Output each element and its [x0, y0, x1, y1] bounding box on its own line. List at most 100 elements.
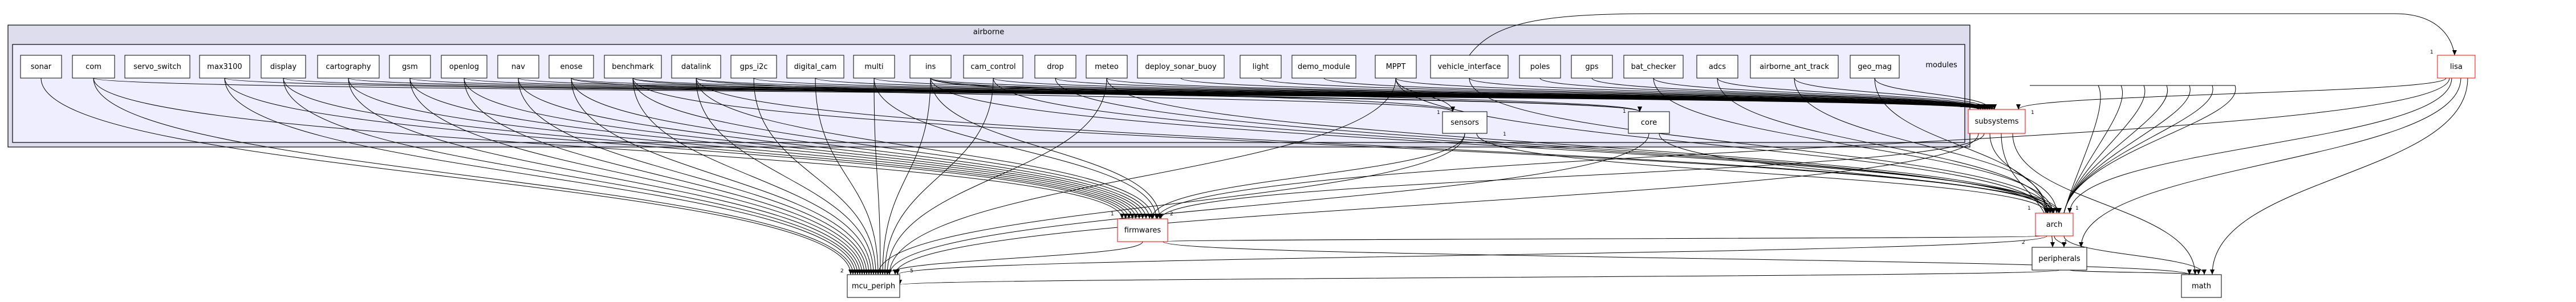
- edge-module-mcu: [889, 77, 1396, 275]
- edge-core-arch: [1659, 133, 2050, 214]
- node-mppt[interactable]: MPPT: [1375, 55, 1417, 79]
- node-multi[interactable]: multi: [853, 55, 895, 79]
- edge-label: 1: [2031, 110, 2034, 116]
- node-meteo[interactable]: meteo: [1086, 55, 1128, 79]
- node-gps-i2c[interactable]: gps_i2c: [730, 55, 777, 79]
- node-lisa[interactable]: lisa: [2437, 55, 2476, 79]
- node-firmwares-label: firmwares: [1124, 226, 1161, 235]
- node-poles-box: [1519, 55, 1561, 79]
- node-sensors[interactable]: sensors: [1442, 111, 1488, 134]
- node-datalink[interactable]: datalink: [671, 55, 721, 79]
- arrowhead: [876, 270, 880, 275]
- node-ins[interactable]: ins: [909, 55, 952, 79]
- node-max3100-label: max3100: [207, 63, 242, 71]
- edge-arch-back-loop: [2030, 85, 2191, 214]
- node-meteo-box: [1086, 55, 1128, 79]
- arrowhead: [2054, 208, 2059, 213]
- node-cartography[interactable]: cartography: [317, 55, 380, 79]
- node-math-box: [2181, 274, 2222, 298]
- node-mcu-periph[interactable]: mcu_periph: [847, 274, 900, 298]
- node-com[interactable]: com: [72, 55, 115, 79]
- node-gps-label: gps: [1585, 63, 1599, 71]
- node-sensors-label: sensors: [1450, 119, 1479, 127]
- node-peripherals[interactable]: peripherals: [2031, 247, 2087, 271]
- node-gps-box: [1571, 55, 1613, 79]
- node-arch[interactable]: arch: [2035, 213, 2074, 236]
- node-adcs[interactable]: adcs: [1696, 55, 1738, 79]
- edge-label: 1: [1623, 109, 1626, 115]
- edge-module-arch: [1106, 77, 2054, 214]
- edge-module-firmwares: [930, 77, 1160, 219]
- edge-arch-back-loop: [2030, 85, 2168, 214]
- arrowhead: [885, 270, 889, 275]
- edge-module-mcu: [753, 77, 876, 275]
- arrowhead: [2016, 104, 2021, 109]
- node-light[interactable]: light: [1240, 55, 1282, 79]
- node-openlog-box: [441, 55, 487, 79]
- node-vehicle-interface-box: [1430, 55, 1509, 79]
- edge-module-mcu: [464, 77, 865, 275]
- node-nav[interactable]: nav: [497, 55, 539, 79]
- edge-module-sensors: [930, 77, 1453, 112]
- node-firmwares-box: [1117, 218, 1168, 242]
- node-benchmark[interactable]: benchmark: [604, 55, 662, 79]
- node-poles[interactable]: poles: [1519, 55, 1561, 79]
- node-firmwares[interactable]: firmwares: [1117, 218, 1168, 242]
- edge-peripherals-math: [2069, 270, 2199, 275]
- node-deploy-sonar-buoy-box: [1137, 55, 1225, 79]
- node-drop-box: [1034, 55, 1076, 79]
- node-demo-module-box: [1291, 55, 1356, 79]
- edge-module-mcu: [632, 77, 872, 275]
- node-bat-checker[interactable]: bat_checker: [1623, 55, 1684, 79]
- node-digital-cam-label: digital_cam: [794, 63, 837, 71]
- node-cam-control-box: [963, 55, 1023, 79]
- node-lisa-box: [2437, 55, 2476, 79]
- node-servo-switch[interactable]: servo_switch: [124, 55, 190, 79]
- node-sensors-box: [1442, 111, 1488, 134]
- node-openlog-label: openlog: [449, 63, 479, 71]
- node-digital-cam[interactable]: digital_cam: [786, 55, 844, 79]
- edge-label: 1: [1503, 132, 1506, 137]
- node-subsystems-label: subsystems: [1974, 117, 2018, 126]
- edge-module-mcu: [696, 77, 874, 275]
- node-demo-module[interactable]: demo_module: [1291, 55, 1356, 79]
- edge-arch-math: [2063, 235, 2205, 275]
- node-geo-mag[interactable]: geo_mag: [1850, 55, 1900, 79]
- edge-module-firmwares: [696, 77, 1153, 219]
- edge-arch-back-loop: [2030, 85, 2123, 214]
- node-max3100[interactable]: max3100: [199, 55, 250, 79]
- node-cam-control-label: cam_control: [970, 63, 1015, 71]
- node-benchmark-label: benchmark: [612, 63, 654, 71]
- node-subsystems[interactable]: subsystems: [1968, 109, 2026, 134]
- node-math-label: math: [2192, 282, 2211, 291]
- node-enose[interactable]: enose: [548, 55, 594, 79]
- node-vehicle-interface[interactable]: vehicle_interface: [1430, 55, 1509, 79]
- edge-subsystems-math: [2012, 133, 2196, 275]
- node-cam-control[interactable]: cam_control: [963, 55, 1023, 79]
- node-deploy-sonar-buoy[interactable]: deploy_sonar_buoy: [1137, 55, 1225, 79]
- edge-label: 1: [2028, 206, 2031, 211]
- node-benchmark-box: [604, 55, 662, 79]
- node-max3100-box: [199, 55, 250, 79]
- node-datalink-label: datalink: [681, 63, 712, 71]
- edge-label: 1: [1129, 211, 1132, 217]
- node-gsm[interactable]: gsm: [389, 55, 431, 79]
- node-core[interactable]: core: [1628, 111, 1670, 134]
- node-light-label: light: [1253, 63, 1269, 71]
- node-math[interactable]: math: [2181, 274, 2222, 298]
- node-gps[interactable]: gps: [1571, 55, 1613, 79]
- node-drop[interactable]: drop: [1034, 55, 1076, 79]
- node-sonar[interactable]: sonar: [20, 55, 62, 79]
- edge-lisa-subsystems: [2018, 77, 2447, 110]
- arrowhead: [1130, 214, 1135, 219]
- node-gsm-label: gsm: [402, 63, 418, 71]
- edge-lisa-firmwares: [1157, 77, 2450, 219]
- arrowhead: [2452, 50, 2457, 55]
- edge-module-arch: [1395, 77, 2046, 214]
- node-display[interactable]: display: [261, 55, 306, 79]
- node-peripherals-box: [2031, 247, 2087, 271]
- node-ins-box: [909, 55, 952, 79]
- node-openlog[interactable]: openlog: [441, 55, 487, 79]
- modules-cluster-label: modules: [1925, 61, 1957, 70]
- node-airborne-ant-track[interactable]: airborne_ant_track: [1750, 55, 1839, 79]
